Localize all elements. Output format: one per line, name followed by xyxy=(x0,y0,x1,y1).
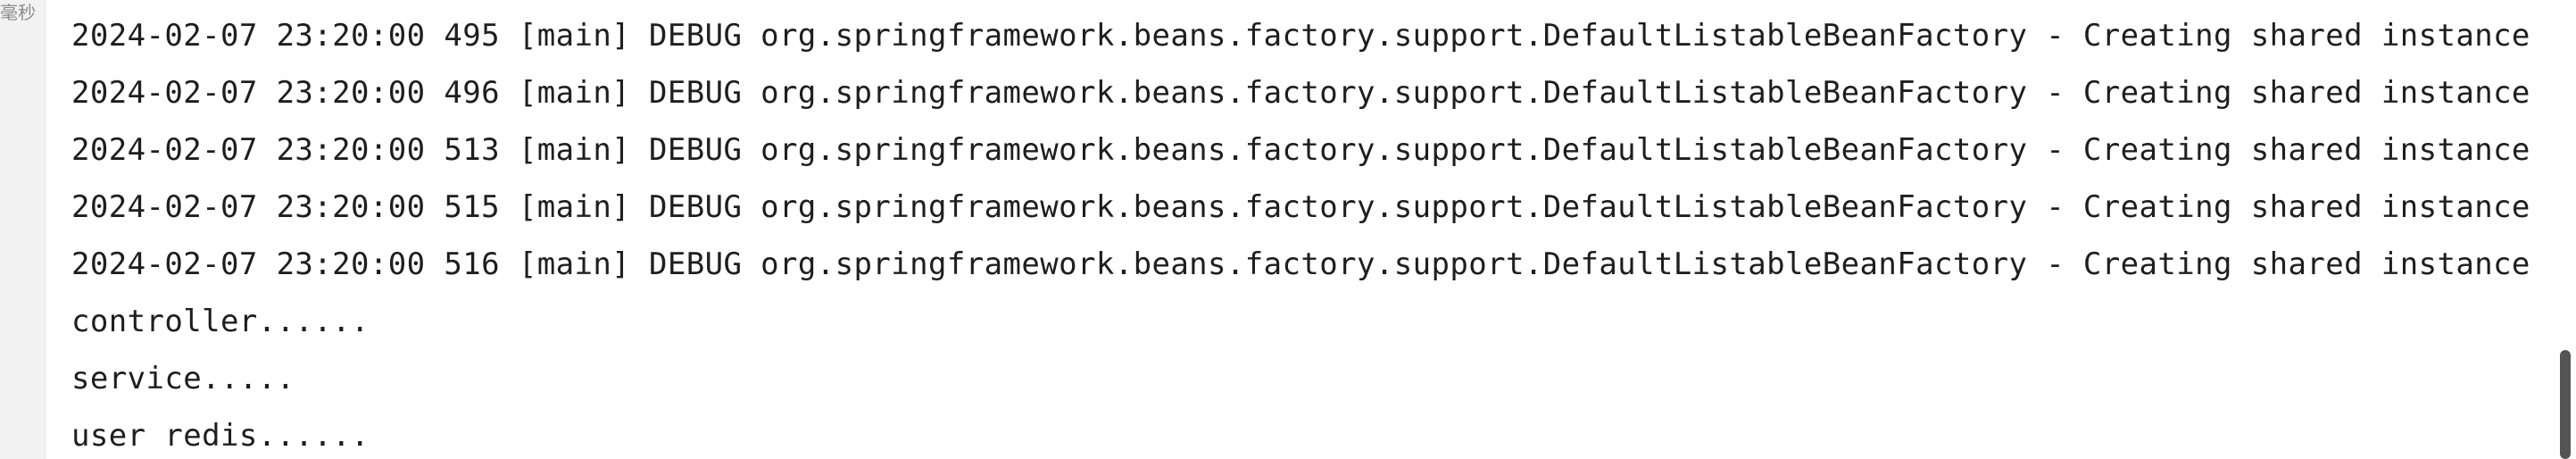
log-line: 2024-02-07 23:20:00 495 [main] DEBUG org… xyxy=(71,18,2549,54)
scrollbar-thumb[interactable] xyxy=(2560,350,2571,459)
log-line: controller...... xyxy=(71,304,370,339)
vertical-scrollbar[interactable] xyxy=(2551,0,2576,459)
log-line: 2024-02-07 23:20:00 513 [main] DEBUG org… xyxy=(71,132,2549,168)
console-gutter: 毫秒 xyxy=(0,0,46,459)
log-line: user redis...... xyxy=(71,418,370,454)
log-line: 2024-02-07 23:20:00 515 [main] DEBUG org… xyxy=(71,189,2549,225)
log-line: 2024-02-07 23:20:00 516 [main] DEBUG org… xyxy=(71,246,2549,282)
console-output[interactable]: 2024-02-07 23:20:00 495 [main] DEBUG org… xyxy=(71,7,2549,459)
log-line: 2024-02-07 23:20:00 496 [main] DEBUG org… xyxy=(71,75,2549,111)
log-line: service..... xyxy=(71,361,295,396)
gutter-label: 毫秒 xyxy=(0,2,36,23)
